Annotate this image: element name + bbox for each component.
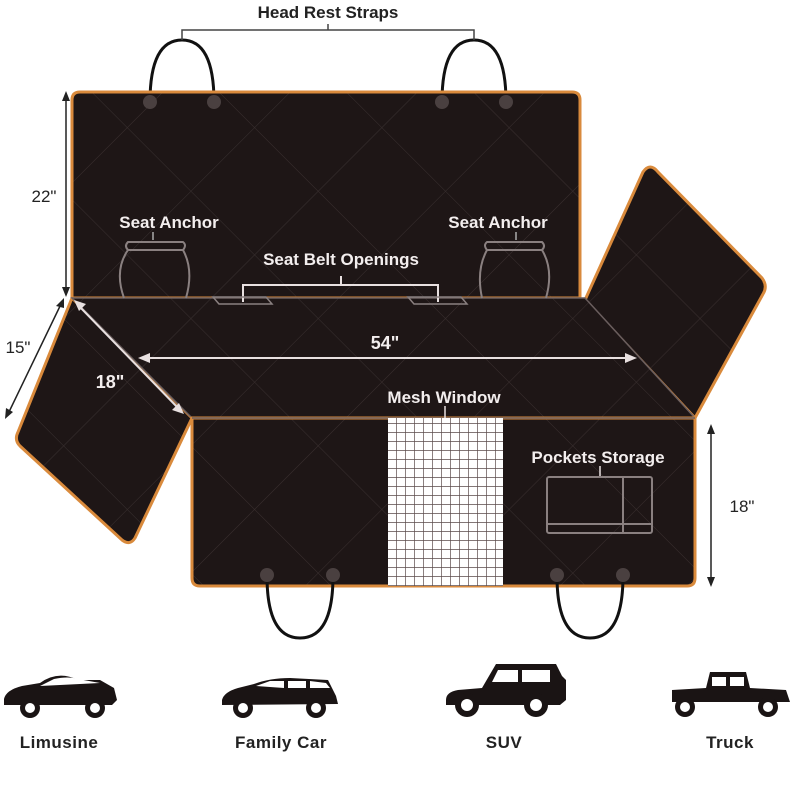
- vehicle-label-family-car: Family Car: [235, 733, 327, 752]
- vehicle-label-truck: Truck: [706, 733, 754, 752]
- svg-text:Seat Belt Openings: Seat Belt Openings: [263, 250, 419, 269]
- svg-text:22": 22": [32, 187, 57, 206]
- svg-text:Mesh Window: Mesh Window: [387, 388, 501, 407]
- svg-text:54": 54": [371, 333, 400, 353]
- vehicle-label-suv: SUV: [485, 733, 523, 752]
- svg-text:Pockets Storage: Pockets Storage: [531, 448, 664, 467]
- seat-anchor-right: Seat Anchor: [448, 213, 551, 299]
- svg-text:18": 18": [730, 497, 755, 516]
- head-rest-bracket: [181, 24, 475, 40]
- side-flap-left: [14, 295, 194, 545]
- side-flap-right: [583, 165, 767, 421]
- mesh-window-label: Mesh Window: [387, 388, 501, 418]
- wagon-icon: [222, 678, 338, 718]
- suv-icon: [446, 664, 566, 717]
- strap-grommets-top: [143, 95, 513, 109]
- truck-icon: [672, 672, 790, 717]
- seat-width-dimension: 54": [138, 333, 637, 363]
- svg-text:Seat Anchor: Seat Anchor: [448, 213, 548, 232]
- front-height-dimension: 18": [707, 424, 754, 587]
- pockets-storage: Pockets Storage: [531, 448, 665, 534]
- mesh-window: [388, 418, 503, 586]
- vehicle-label-limusine: Limusine: [19, 733, 99, 752]
- backrest-height-dimension: 22": [32, 91, 70, 297]
- svg-text:15": 15": [6, 338, 31, 357]
- strap-grommets-bottom: [260, 568, 630, 582]
- seat-anchor-left: Seat Anchor: [118, 213, 219, 299]
- bottom-strap-right: [555, 575, 625, 640]
- flap-length-dimension: 15": [5, 298, 64, 419]
- backrest-panel: [70, 90, 582, 300]
- svg-text:Seat Anchor: Seat Anchor: [119, 213, 219, 232]
- sedan-icon: [4, 675, 117, 718]
- svg-text:18": 18": [96, 372, 125, 392]
- head-rest-straps-label: Head Rest Straps: [258, 3, 399, 22]
- bottom-strap-left: [265, 575, 335, 640]
- flap-width-dimension: 18": [74, 300, 184, 414]
- seat-belt-openings: Seat Belt Openings: [211, 250, 469, 305]
